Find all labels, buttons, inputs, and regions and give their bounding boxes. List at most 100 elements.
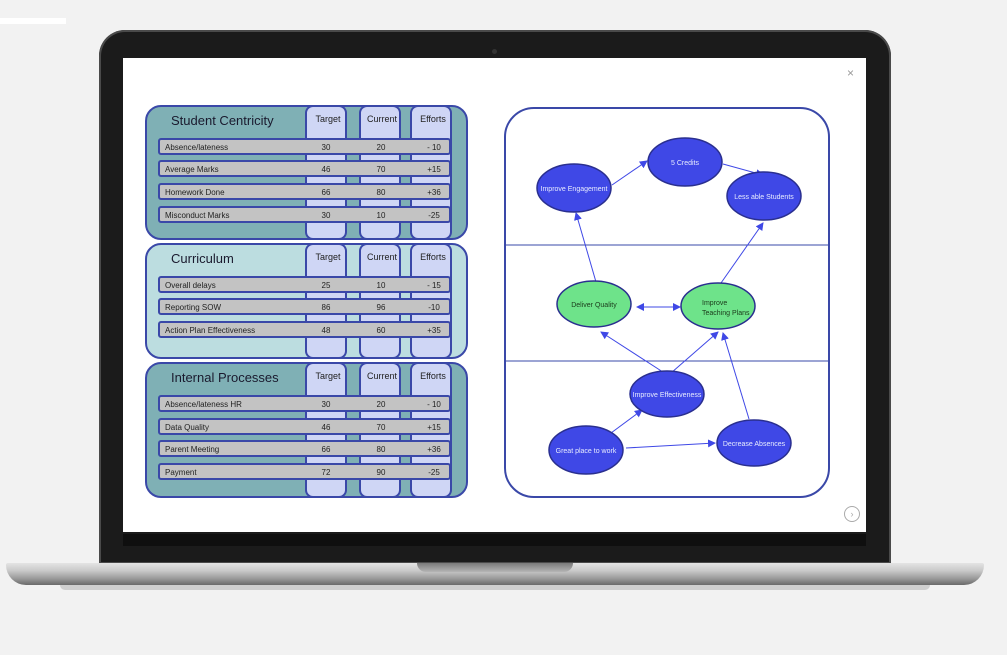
node-improve-effectiveness[interactable]: Improve Effectiveness	[629, 370, 705, 418]
map-arrow	[670, 331, 719, 374]
column-header-target: Target	[315, 114, 341, 124]
kpi-name: Average Marks	[165, 165, 219, 174]
panel-curriculum: Target Current Efforts Curriculum Overal…	[145, 243, 468, 359]
node-label: Decrease Absences	[723, 441, 786, 448]
laptop-bezel	[123, 534, 866, 546]
kpi-effort-value: -25	[428, 211, 440, 220]
node-label: Improve Engagement	[541, 186, 608, 193]
kpi-effort-value: -10	[428, 303, 440, 312]
column-header-efforts: Efforts	[420, 114, 446, 124]
kpi-current-value: 70	[376, 165, 386, 174]
kpi-name: Overall delays	[165, 281, 216, 290]
panel-title: Curriculum	[171, 251, 234, 266]
node-label: Great place to work	[556, 448, 617, 455]
node-improve-engagement[interactable]: Improve Engagement	[536, 163, 612, 213]
close-button[interactable]: ×	[846, 66, 854, 80]
kpi-effort-value: - 10	[427, 143, 441, 152]
panel-internal-processes: Target Current Efforts Internal Processe…	[145, 362, 468, 498]
kpi-name: Misconduct Marks	[165, 211, 230, 220]
kpi-name: Homework Done	[165, 188, 225, 197]
node-label: 5 Credits	[671, 160, 700, 167]
column-header-target: Target	[315, 371, 341, 381]
column-header-efforts: Efforts	[420, 252, 446, 262]
map-arrow	[625, 439, 716, 449]
laptop-screen: × Target Current Efforts Student Centric…	[123, 58, 866, 532]
kpi-name: Absence/lateness	[165, 143, 229, 152]
laptop-notch	[417, 563, 573, 572]
kpi-target-value: 30	[321, 143, 331, 152]
kpi-target-value: 30	[321, 211, 331, 220]
node-improve-teaching-plans[interactable]: Improve Teaching Plans	[680, 282, 756, 330]
map-arrow	[720, 222, 764, 284]
panel-student-centricity: Target Current Efforts Student Centricit…	[145, 105, 468, 240]
kpi-current-value: 60	[376, 326, 386, 335]
node-label: Teaching Plans	[702, 310, 750, 317]
kpi-row[interactable]: Absence/lateness HR 30 20 - 10	[158, 395, 451, 412]
node-label: Deliver Quality	[571, 302, 617, 309]
column-header-efforts: Efforts	[420, 371, 446, 381]
kpi-current-value: 80	[376, 188, 386, 197]
kpi-row[interactable]: Data Quality 46 70 +15	[158, 418, 451, 435]
strategy-map-diagram: Improve Engagement 5 Credits Less able S…	[506, 137, 830, 475]
node-5-credits[interactable]: 5 Credits	[647, 137, 723, 187]
kpi-name: Payment	[165, 468, 197, 477]
node-label: Less able Students	[734, 194, 794, 201]
kpi-row[interactable]: Overall delays 25 10 - 15	[158, 276, 451, 293]
kpi-current-value: 90	[376, 468, 386, 477]
column-header-current: Current	[366, 252, 397, 262]
node-decrease-absences[interactable]: Decrease Absences	[716, 419, 792, 467]
map-arrow	[721, 332, 750, 420]
kpi-current-value: 96	[376, 303, 386, 312]
node-great-place-to-work[interactable]: Great place to work	[548, 425, 624, 475]
kpi-target-value: 25	[321, 281, 331, 290]
kpi-name: Absence/lateness HR	[165, 400, 242, 409]
map-arrow	[574, 212, 597, 283]
laptop-base	[6, 563, 984, 585]
kpi-current-value: 10	[376, 281, 386, 290]
kpi-current-value: 80	[376, 445, 386, 454]
kpi-effort-value: - 10	[427, 400, 441, 409]
kpi-current-value: 70	[376, 423, 386, 432]
kpi-effort-value: +15	[427, 423, 441, 432]
strategy-map: Improve Engagement 5 Credits Less able S…	[504, 107, 830, 498]
decorative-mark	[0, 18, 66, 24]
laptop-base-shadow	[60, 585, 930, 590]
kpi-row[interactable]: Homework Done 66 80 +36	[158, 183, 451, 200]
panel-title: Student Centricity	[171, 113, 274, 128]
node-label: Improve Effectiveness	[633, 392, 702, 399]
column-header-target: Target	[315, 252, 341, 262]
kpi-target-value: 66	[321, 445, 331, 454]
kpi-target-value: 48	[321, 326, 331, 335]
kpi-row[interactable]: Absence/lateness 30 20 - 10	[158, 138, 451, 155]
kpi-effort-value: +15	[427, 165, 441, 174]
panel-title: Internal Processes	[171, 370, 279, 385]
camera-icon	[492, 49, 497, 54]
column-header-current: Current	[366, 114, 397, 124]
kpi-effort-value: +36	[427, 445, 441, 454]
column-header-current: Current	[366, 371, 397, 381]
kpi-name: Reporting SOW	[165, 303, 222, 312]
kpi-effort-value: +36	[427, 188, 441, 197]
kpi-target-value: 46	[321, 423, 331, 432]
kpi-name: Data Quality	[165, 423, 210, 432]
kpi-current-value: 20	[376, 143, 386, 152]
node-deliver-quality[interactable]: Deliver Quality	[556, 280, 632, 328]
node-less-able-students[interactable]: Less able Students	[726, 171, 802, 221]
node-label: Improve	[702, 300, 727, 307]
map-arrow	[611, 160, 648, 186]
kpi-target-value: 30	[321, 400, 331, 409]
kpi-name: Action Plan Effectiveness	[165, 326, 256, 335]
kpi-target-value: 72	[321, 468, 331, 477]
map-arrow	[600, 331, 667, 375]
next-slide-button[interactable]: ›	[844, 506, 860, 522]
kpi-target-value: 66	[321, 188, 331, 197]
map-arrow	[610, 409, 643, 434]
kpi-current-value: 20	[376, 400, 386, 409]
kpi-effort-value: - 15	[427, 281, 441, 290]
